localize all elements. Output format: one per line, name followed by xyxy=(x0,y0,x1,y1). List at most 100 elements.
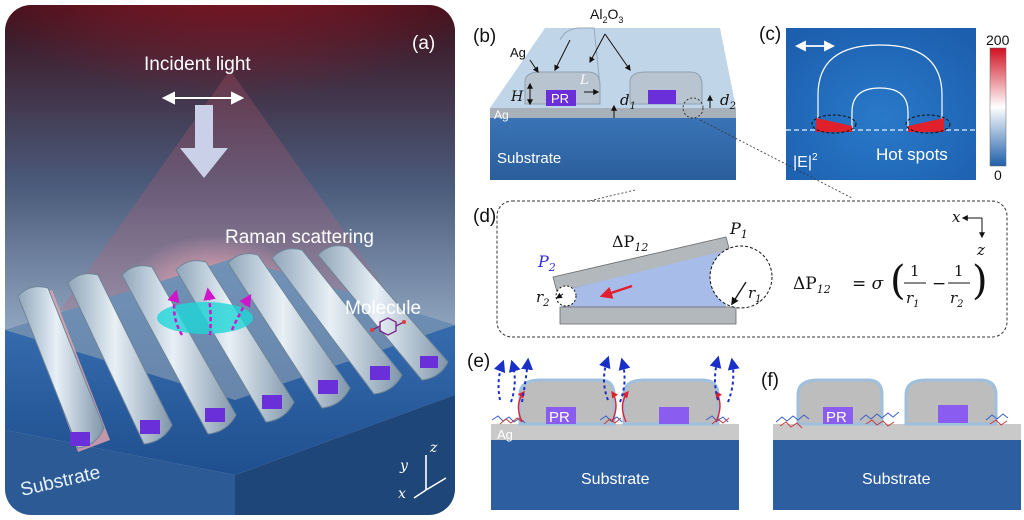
excitation-spot xyxy=(157,302,253,334)
h-label: H xyxy=(510,89,524,105)
eq-mid: = σ xyxy=(852,274,884,294)
ag-label-e: Ag xyxy=(497,427,513,442)
laplace-equation: ΔP12 = σ ( 1 r1 − 1 r2 ) xyxy=(793,258,988,310)
eq-den-b: r2 xyxy=(950,289,964,310)
pr-block xyxy=(70,432,90,446)
molecule-icon xyxy=(370,317,406,336)
panel-c: (c) 200 0 |E|2 Hot spots xyxy=(759,24,1010,183)
molecule-label: Molecule xyxy=(345,298,421,319)
rod-6 xyxy=(271,248,403,395)
substrate-label-f: Substrate xyxy=(862,471,931,488)
pr-block-e-left xyxy=(546,407,576,424)
pr-block-f-left xyxy=(823,407,853,424)
incident-light-glow xyxy=(5,5,455,220)
p1-label: P1 xyxy=(729,219,748,241)
colorbar-min: 0 xyxy=(994,167,1002,183)
pr-block xyxy=(318,380,338,394)
colorbar-max: 200 xyxy=(986,32,1010,48)
light-cone xyxy=(60,70,400,310)
pr-label-b: PR xyxy=(551,91,569,106)
axis-x-label-a: x xyxy=(398,486,406,502)
field-label: |E|2 xyxy=(793,152,818,171)
colorbar xyxy=(989,47,1007,167)
svg-text:Al2O3: Al2O3 xyxy=(590,6,623,25)
substrate-block-e xyxy=(491,440,739,510)
pr-block xyxy=(140,420,160,434)
axis-z-label-a: z xyxy=(429,440,438,456)
eq-num-a: 1 xyxy=(910,262,920,280)
panel-b-label: (b) xyxy=(473,26,496,47)
panel-d-label: (d) xyxy=(473,206,496,227)
ag-layer-label-b: Ag xyxy=(494,108,509,122)
hot-spots-label: Hot spots xyxy=(876,145,948,164)
l-label: L xyxy=(579,73,589,88)
dimension-lines-b xyxy=(527,33,713,118)
eq-paren-left: ( xyxy=(890,258,906,304)
rod-1 xyxy=(17,286,110,452)
pr-block-f-right xyxy=(938,405,968,423)
panel-a: (a) Incident light Raman scattering Mole… xyxy=(5,5,455,515)
field-outline-inner xyxy=(851,87,909,130)
r1-label: r1 xyxy=(748,284,762,305)
p2-label: P2 xyxy=(537,252,556,274)
axis-y-label-a: y xyxy=(399,458,409,474)
nanogratings xyxy=(17,245,449,452)
substrate-side xyxy=(235,395,455,515)
pr-block xyxy=(262,395,282,409)
axis-z-label-d: z xyxy=(976,241,985,259)
substrate-label-e: Substrate xyxy=(581,471,650,488)
axis-x-label-d: x xyxy=(952,208,961,226)
substrate-block-b xyxy=(490,118,736,180)
ag-top-label: Ag xyxy=(510,45,526,60)
eq-lhs: ΔP12 xyxy=(793,274,831,296)
eq-paren-right: ) xyxy=(972,258,988,304)
eq-den-a: r1 xyxy=(906,289,920,310)
panel-e: (e) PR Ag Substrate xyxy=(467,351,740,510)
flow-arrow xyxy=(599,284,633,299)
polarization-arrow xyxy=(161,91,245,105)
zoom-circle xyxy=(682,97,704,119)
incident-light-label: Incident light xyxy=(144,54,251,75)
raman-scattering-label: Raman scattering xyxy=(225,227,374,248)
pr-label-e: PR xyxy=(549,409,570,426)
ag-layer-e xyxy=(491,424,739,440)
panel-c-label: (c) xyxy=(759,24,781,45)
pr-block-e-right xyxy=(659,407,689,424)
rod-2 xyxy=(67,273,173,445)
pr-block-b-right xyxy=(648,90,676,104)
pr-label-f: PR xyxy=(826,409,847,426)
pr-block xyxy=(370,366,390,380)
axes-a xyxy=(413,455,447,499)
rod-f-right xyxy=(904,378,998,426)
pr-block xyxy=(420,356,438,368)
panel-e-label: (e) xyxy=(467,351,490,372)
panel-f: (f) PR Substrate xyxy=(761,370,1021,510)
lower-plate xyxy=(559,306,737,325)
d2-label: d2 xyxy=(720,91,736,112)
d1-label: d1 xyxy=(620,91,636,112)
eq-minus: − xyxy=(932,274,946,294)
substrate-block-f xyxy=(773,440,1021,510)
raman-arrows xyxy=(167,287,252,336)
rod-3 xyxy=(121,265,237,435)
scattered-arrows-e xyxy=(493,355,740,403)
field-outline-outer xyxy=(817,44,943,130)
ag-layer-b xyxy=(490,108,736,118)
panel-f-label: (f) xyxy=(761,370,779,391)
meniscus-r2 xyxy=(555,285,577,307)
eq-num-b: 1 xyxy=(954,262,964,280)
r2-label: r2 xyxy=(536,288,550,309)
ag-layer-f xyxy=(773,424,1021,440)
substrate-front xyxy=(5,430,235,515)
panel-d: (d) ΔP12 P1 P2 r1 r2 x z ΔP12 = σ ( 1 r1… xyxy=(473,119,1008,338)
incident-light-arrow xyxy=(180,105,228,178)
panel-a-label: (a) xyxy=(412,33,435,54)
rod-4 xyxy=(175,260,295,423)
meniscus-r1 xyxy=(709,245,773,309)
hotspot-right xyxy=(908,118,944,132)
rod-5 xyxy=(227,253,351,409)
rod-f-left xyxy=(796,378,884,426)
rod-7 xyxy=(317,245,449,381)
pr-block-b-left xyxy=(546,90,576,106)
